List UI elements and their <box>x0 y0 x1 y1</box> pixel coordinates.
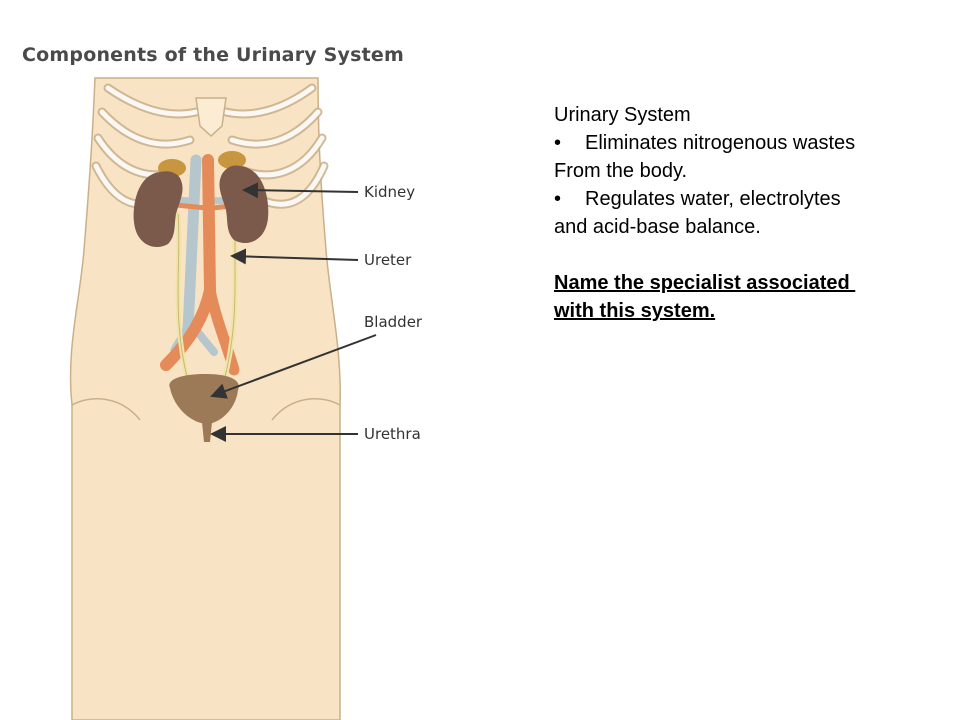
bullet-text-line1: Eliminates nitrogenous wastes <box>585 132 856 154</box>
question-line-1: Name the specialist associated <box>554 272 856 294</box>
ureter-pointer-line <box>230 248 359 265</box>
bladder-pointer-line <box>210 334 377 399</box>
bullet-text-line2: and acid-base balance. <box>554 216 761 238</box>
bladder-label: Bladder <box>364 313 423 331</box>
question-line-2: with this system. <box>554 300 716 322</box>
urethra-label: Urethra <box>364 425 421 443</box>
sternum <box>195 97 227 138</box>
kidney-label: Kidney <box>364 183 416 201</box>
left-kidney <box>133 171 183 248</box>
bullet-text-line2: From the body. <box>554 160 688 182</box>
bullet-marker: • <box>554 132 562 154</box>
bullet-item: • Regulates water, electrolytes <box>554 185 934 213</box>
bullet-text-line1: Regulates water, electrolytes <box>585 188 841 210</box>
urethra <box>202 422 212 442</box>
bullet-marker: • <box>554 188 562 210</box>
diagram-title: Components of the Urinary System <box>22 44 405 66</box>
text-panel: Urinary System • Eliminates nitrogenous … <box>554 101 934 325</box>
urinary-system-illustration <box>69 77 377 720</box>
panel-heading: Urinary System <box>554 104 691 126</box>
bullet-item: • Eliminates nitrogenous wastes <box>554 129 934 157</box>
ureter-label: Ureter <box>364 251 412 269</box>
right-adrenal-gland <box>218 151 246 169</box>
kidney-pointer-line <box>242 182 359 199</box>
